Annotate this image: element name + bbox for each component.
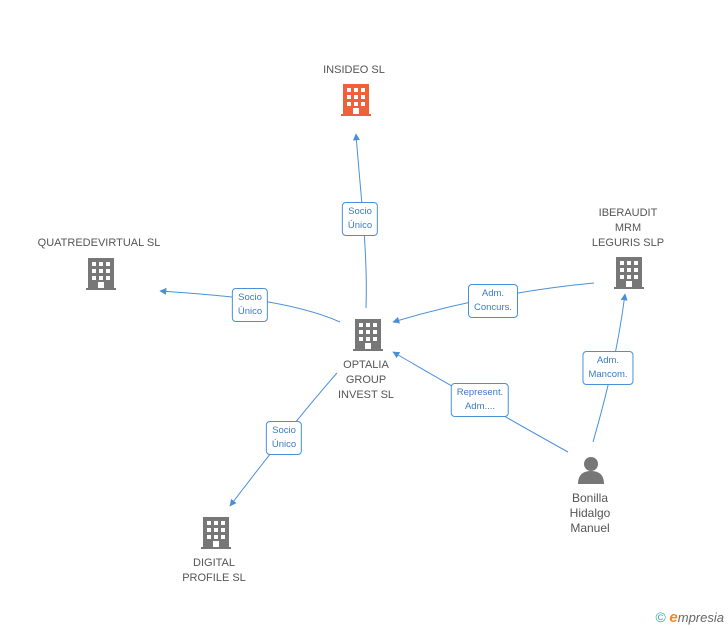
label-line: DIGITAL xyxy=(193,557,235,569)
label-line: Único xyxy=(237,306,263,317)
edge-label-iberaudit-optalia[interactable]: Adm. Concurs. xyxy=(467,284,519,318)
label-line: Bonilla xyxy=(571,491,609,505)
copyright-symbol: © xyxy=(655,609,666,625)
label-line: Único xyxy=(271,439,297,450)
label-line: INVEST SL xyxy=(337,389,395,401)
edge-label-bonilla-optalia[interactable]: Represent. Adm.... xyxy=(450,383,510,417)
label-line: Concurs. xyxy=(473,302,513,313)
node-label-insideo[interactable]: INSIDEO SL xyxy=(323,63,385,78)
label-line: Mancom. xyxy=(588,369,628,380)
label-line: Hidalgo xyxy=(569,506,611,520)
building-icon-quatre[interactable] xyxy=(86,258,116,290)
building-icon-optalia[interactable] xyxy=(353,319,383,351)
person-icon-bonilla[interactable] xyxy=(578,457,604,484)
label-line: INSIDEO SL xyxy=(323,64,385,76)
edges xyxy=(159,133,628,507)
label-line: OPTALIA xyxy=(343,359,389,371)
building-icon-digital[interactable] xyxy=(201,517,231,549)
building-icon-insideo[interactable] xyxy=(341,84,371,116)
edge-label-bonilla-iberaudit[interactable]: Adm. Mancom. xyxy=(582,351,634,385)
label-line: Socio xyxy=(238,292,262,303)
label-line: QUATREDEVIRTUAL SL xyxy=(37,237,161,249)
label-line: IBERAUDIT xyxy=(598,207,658,219)
label-line: MRM xyxy=(614,222,642,234)
label-line: PROFILE SL xyxy=(182,572,246,584)
label-line: LEGURIS SLP xyxy=(591,237,665,249)
label-line: Socio xyxy=(348,206,372,217)
brand-logo-e: e xyxy=(669,609,678,626)
node-label-digital[interactable]: DIGITAL PROFILE SL xyxy=(182,556,246,586)
label-line: Adm. xyxy=(481,288,505,299)
brand-footer[interactable]: © empresia xyxy=(655,609,724,626)
brand-logo-text: mpresia xyxy=(677,610,724,625)
node-label-optalia[interactable]: OPTALIA GROUP INVEST SL xyxy=(338,358,394,403)
label-line: Adm. xyxy=(596,355,620,366)
node-label-iberaudit[interactable]: IBERAUDIT MRM LEGURIS SLP xyxy=(592,206,664,251)
label-line: GROUP xyxy=(345,374,387,386)
label-line: Represent. xyxy=(456,387,504,398)
label-line: Manuel xyxy=(570,521,610,535)
label-line: Único xyxy=(347,220,373,231)
label-line: Adm.... xyxy=(464,401,496,412)
node-label-quatre[interactable]: QUATREDEVIRTUAL SL xyxy=(38,236,161,251)
building-icon-iberaudit[interactable] xyxy=(614,257,644,289)
label-line: Socio xyxy=(272,425,296,436)
